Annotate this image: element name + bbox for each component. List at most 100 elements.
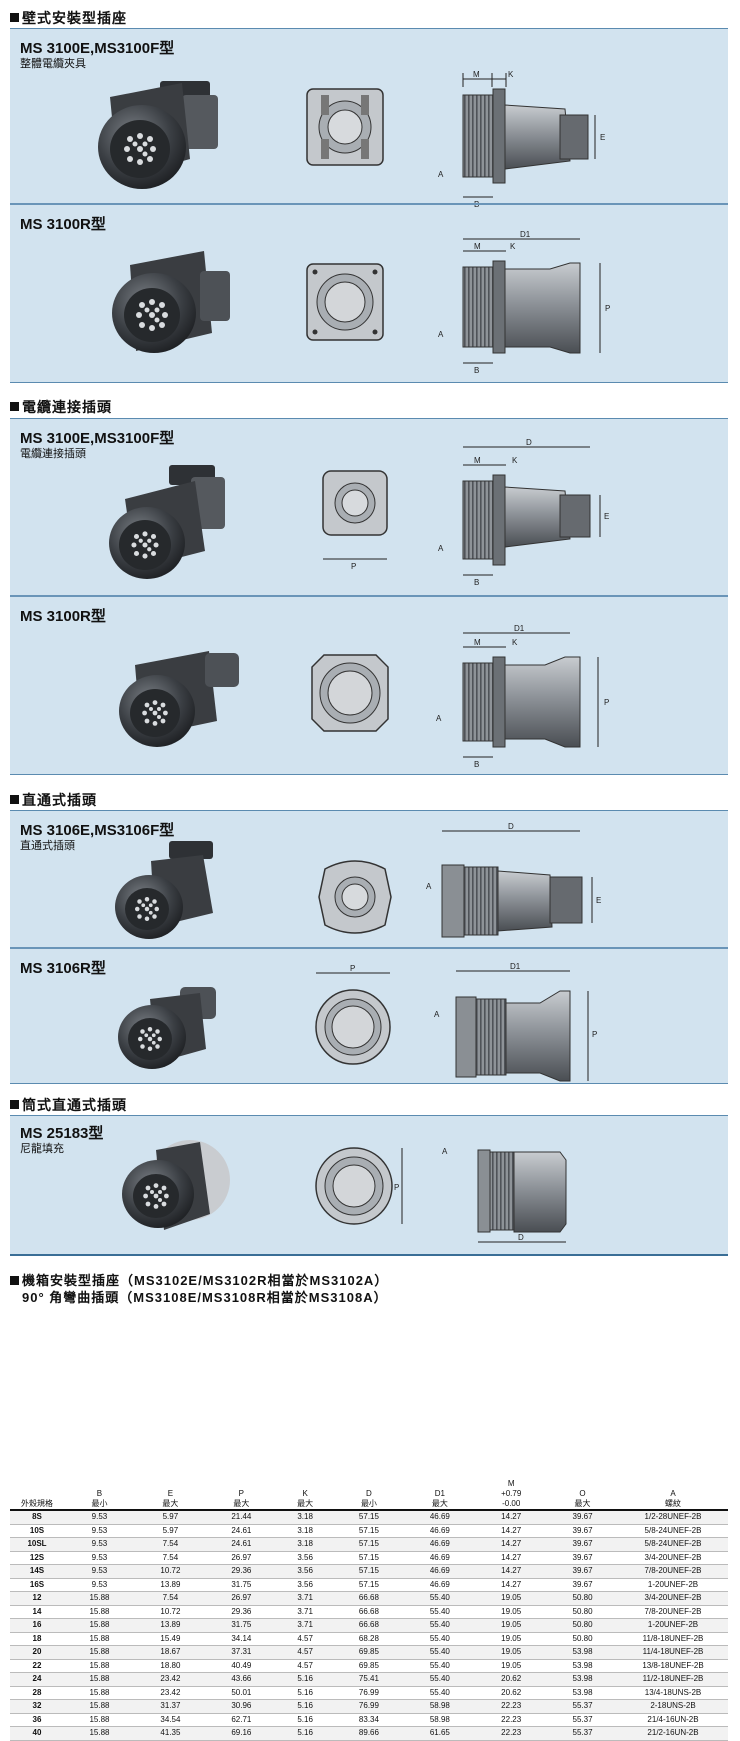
table-cell: 46.69 bbox=[404, 1578, 476, 1592]
dim-label-p: P bbox=[604, 698, 609, 707]
table-cell: 19.05 bbox=[475, 1618, 548, 1633]
table-cell: 41.35 bbox=[134, 1726, 206, 1741]
table-cell: 43.66 bbox=[205, 1672, 277, 1687]
front-view-drawing bbox=[306, 263, 384, 341]
shell-size-cell: 16 bbox=[10, 1618, 64, 1633]
shell-size-cell: 24 bbox=[10, 1672, 64, 1687]
table-cell: 55.37 bbox=[547, 1699, 618, 1714]
table-cell: 31.75 bbox=[205, 1578, 277, 1592]
table-cell: 39.67 bbox=[547, 1551, 618, 1565]
table-cell: 57.15 bbox=[333, 1524, 405, 1538]
table-cell: 9.53 bbox=[64, 1578, 135, 1592]
dim-label-p: P bbox=[592, 1030, 597, 1039]
front-view-drawing bbox=[311, 654, 389, 732]
table-cell: 39.67 bbox=[547, 1578, 618, 1592]
table-cell: 3/4-20UNEF-2B bbox=[618, 1591, 728, 1606]
dim-label-k: K bbox=[508, 70, 514, 79]
table-cell: 7/8-20UNEF-2B bbox=[618, 1605, 728, 1619]
table-cell: 7.54 bbox=[134, 1591, 206, 1606]
table-cell: 46.69 bbox=[404, 1537, 476, 1552]
connector-photo bbox=[119, 651, 239, 747]
table-cell: 34.14 bbox=[205, 1632, 277, 1646]
table-cell: 15.88 bbox=[64, 1618, 135, 1633]
shell-size-cell: 18 bbox=[10, 1632, 64, 1646]
table-cell: 1-20UNEF-2B bbox=[618, 1618, 728, 1633]
table-cell: 21/4-16UN-2B bbox=[618, 1713, 728, 1727]
table-cell: 11/4-18UNEF-2B bbox=[618, 1645, 728, 1660]
dim-label-d1: D1 bbox=[514, 624, 525, 633]
panel-title: MS 3100E,MS3100F型 bbox=[20, 430, 175, 447]
table-cell: 7.54 bbox=[134, 1537, 206, 1552]
connector-photo bbox=[109, 465, 225, 579]
connector-photo bbox=[98, 81, 218, 189]
table-cell: 66.68 bbox=[333, 1605, 405, 1619]
table-cell: 69.85 bbox=[333, 1659, 405, 1673]
table-cell: 37.31 bbox=[205, 1645, 277, 1660]
table-cell: 3.18 bbox=[276, 1510, 334, 1525]
table-cell: 3.18 bbox=[276, 1537, 334, 1552]
table-cell: 9.53 bbox=[64, 1510, 135, 1525]
table-cell: 53.98 bbox=[547, 1659, 618, 1673]
table-cell: 39.67 bbox=[547, 1564, 618, 1579]
table-cell: 5.16 bbox=[276, 1686, 334, 1700]
table-cell: 15.88 bbox=[64, 1686, 135, 1700]
dim-label-e: E bbox=[596, 896, 601, 905]
shell-size-cell: 32 bbox=[10, 1699, 64, 1714]
section-heading-cable-connector: 電纜連接插頭 bbox=[10, 397, 112, 417]
shell-size-cell: 10SL bbox=[10, 1537, 64, 1552]
dim-label-m: M bbox=[474, 242, 481, 251]
dim-label-k: K bbox=[512, 456, 518, 465]
table-cell: 15.88 bbox=[64, 1591, 135, 1606]
table-cell: 68.28 bbox=[333, 1632, 405, 1646]
shell-size-cell: 14S bbox=[10, 1564, 64, 1579]
table-cell: 50.80 bbox=[547, 1632, 618, 1646]
section-heading-wall-mount: 壁式安裝型插座 bbox=[10, 8, 127, 28]
table-cell: 7/8-20UNEF-2B bbox=[618, 1564, 728, 1579]
table-cell: 29.36 bbox=[205, 1605, 277, 1619]
table-cell: 76.99 bbox=[333, 1699, 405, 1714]
dim-label-m: M bbox=[474, 638, 481, 647]
table-title-line1: 機箱安裝型插座（MS3102E/MS3102R相當於MS3102A） bbox=[10, 1270, 388, 1289]
table-cell: 58.98 bbox=[404, 1699, 476, 1714]
table-cell: 24.61 bbox=[205, 1537, 277, 1552]
table-cell: 46.69 bbox=[404, 1510, 476, 1525]
table-cell: 9.53 bbox=[64, 1551, 135, 1565]
table-cell: 22.23 bbox=[475, 1699, 548, 1714]
table-cell: 57.15 bbox=[333, 1578, 405, 1592]
table-cell: 22.23 bbox=[475, 1726, 548, 1741]
table-cell: 14.27 bbox=[475, 1551, 548, 1565]
table-cell: 7.54 bbox=[134, 1551, 206, 1565]
table-cell: 53.98 bbox=[547, 1686, 618, 1700]
dim-label-a: A bbox=[442, 1147, 448, 1156]
shell-size-cell: 16S bbox=[10, 1578, 64, 1592]
panel-title: MS 3100E,MS3100F型 bbox=[20, 40, 175, 57]
table-cell: 46.69 bbox=[404, 1524, 476, 1538]
table-cell: 34.54 bbox=[134, 1713, 206, 1727]
table-title-line2: 90° 角彎曲插頭（MS3108E/MS3108R相當於MS3108A） bbox=[22, 1290, 388, 1305]
table-cell: 5.97 bbox=[134, 1524, 206, 1538]
shell-size-cell: 40 bbox=[10, 1726, 64, 1741]
dim-label-e: E bbox=[604, 512, 609, 521]
table-cell: 3.18 bbox=[276, 1524, 334, 1538]
dim-label-d1: D1 bbox=[520, 230, 531, 239]
table-cell: 15.88 bbox=[64, 1659, 135, 1673]
section-heading-straight-plug: 直通式插頭 bbox=[10, 790, 97, 810]
table-cell: 14.27 bbox=[475, 1564, 548, 1579]
dim-label-d: D bbox=[508, 822, 514, 831]
table-cell: 30.96 bbox=[205, 1699, 277, 1714]
table-cell: 15.88 bbox=[64, 1605, 135, 1619]
panel-divider bbox=[10, 203, 728, 205]
table-cell: 15.88 bbox=[64, 1645, 135, 1660]
table-cell: 3.71 bbox=[276, 1618, 334, 1633]
table-cell: 21.44 bbox=[205, 1510, 277, 1525]
table-cell: 1-20UNEF-2B bbox=[618, 1578, 728, 1592]
dim-label-k: K bbox=[510, 242, 516, 251]
table-cell: 57.15 bbox=[333, 1551, 405, 1565]
table-cell: 15.88 bbox=[64, 1672, 135, 1687]
